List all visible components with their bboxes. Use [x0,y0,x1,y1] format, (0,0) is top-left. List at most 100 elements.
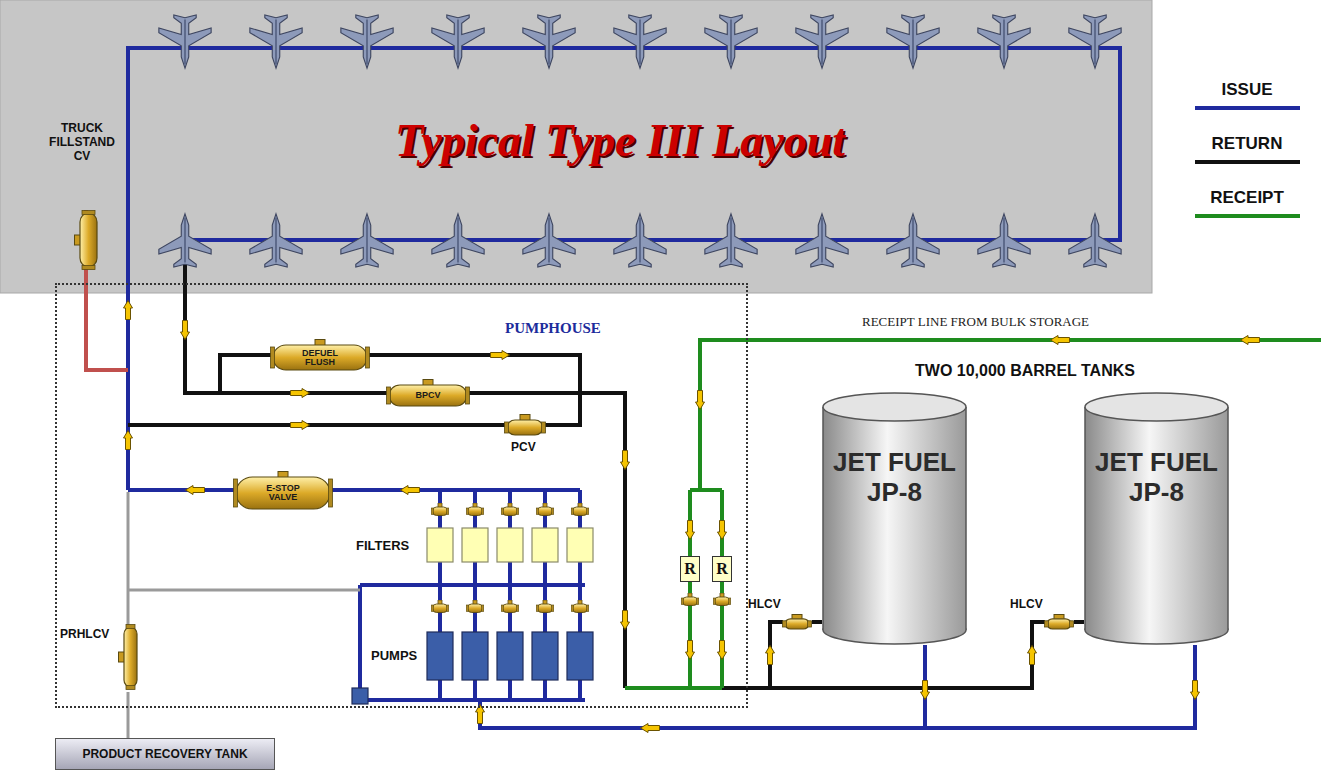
pipe-line [358,585,362,690]
valve-symbol [387,387,391,404]
pipe-line [625,686,722,690]
tank-text-holder: JET FUEL JP-8 [827,448,962,508]
equipment-label: PUMPS [371,648,417,663]
aircraft-icon [159,15,1121,267]
valve-symbol [713,593,730,606]
valve-symbol [542,422,546,433]
valve-tag: HLCV [748,598,781,612]
control-valve: PCV [500,410,550,458]
valve-symbol [466,600,483,613]
valve-text-holder: DEFUEL FLUSH [270,345,370,371]
valve-text-holder: BPCV [386,385,470,407]
flow-arrow [921,681,930,700]
recovery-tank: PRODUCT RECOVERY TANK [55,738,275,770]
valve-symbol [80,213,97,267]
aircraft-icon [705,15,757,68]
valve-symbol [366,347,370,368]
valve-symbol [507,420,543,435]
flow-arrow [641,724,660,733]
pipe-line [690,488,722,492]
valve-box: E-STOP VALVE [233,471,333,510]
valve-symbol [536,503,553,516]
tank-shape [823,407,966,630]
jockey-pump [352,688,368,704]
pipe-line [360,583,585,587]
valve-symbol [82,266,95,270]
flow-arrow [1241,336,1260,345]
valve-symbol [505,422,509,433]
apron-band [0,0,1152,293]
aircraft-icon [796,214,848,267]
valve-symbol [124,627,137,687]
pump-unit [462,632,488,680]
flow-arrow [718,641,727,660]
valve-symbol [236,477,330,509]
aircraft-icon [614,15,666,68]
valve-symbol [785,619,809,629]
filter-vessel [567,528,593,562]
valve-symbol [782,614,812,630]
legend-line [1195,106,1300,110]
valve-symbol [571,600,588,613]
flow-arrow [718,521,727,540]
aircraft-icon [432,214,484,267]
pipe-connector [127,692,130,738]
flow-arrow [696,391,705,410]
valve-tag: HLCV [1010,598,1043,612]
aircraft-icon [705,214,757,267]
valve-symbol [466,387,470,404]
aircraft-icon [1069,214,1121,267]
valve-symbol [681,593,698,606]
flow-arrow [1028,646,1037,665]
tank-shape [1085,393,1228,421]
valve-symbol [271,347,275,368]
control-valve: TRUCK FILLSTAND CV [42,122,124,272]
aircraft-icon [523,214,575,267]
valve-symbol [571,503,588,516]
tank-shape [823,393,966,421]
aircraft-icon [250,15,302,68]
valve-tag: PRHLCV [60,628,109,642]
flow-arrow [621,611,630,630]
storage-tank: JET FUEL JP-8 [822,392,967,645]
pumphouse-boundary: PUMPHOUSE DEFUEL FLUSH BPCV PCV E-STOP VALVE… [55,283,748,708]
aircraft-icon [614,214,666,267]
valve-symbol [808,621,812,627]
legend-label: ISSUE [1221,80,1272,100]
chamber-letter: R [716,561,728,577]
aircraft-icon [978,15,1030,68]
valve-label: BPCV [415,391,440,400]
pipe-line [128,589,360,592]
valve-symbol [501,503,518,516]
aircraft-icon [159,15,211,68]
filter-vessel [497,528,523,562]
control-valve: PRHLCV [60,622,142,692]
valve-symbol [504,414,546,436]
diagram-title: Typical Type III Layout [395,114,845,167]
area-label: PUMPHOUSE [505,320,601,337]
valve-symbol [466,503,483,516]
pump-unit [567,632,593,680]
line-label: RECEIPT LINE FROM BULK STORAGE [862,314,1089,330]
tank-label: JET FUEL JP-8 [1095,447,1218,507]
legend-line [1195,214,1300,218]
legend-line [1195,160,1300,164]
tank-shape [1085,407,1228,630]
tank-text-holder: JET FUEL JP-8 [1089,448,1224,508]
equipment-label: FILTERS [356,538,409,553]
flow-arrow [401,486,420,495]
valve-symbol [273,345,367,370]
pump-unit [497,632,523,680]
valve-symbol [1045,621,1049,627]
control-valve: HLCV [1010,598,1074,634]
legend-line [1195,108,1300,216]
pump-filter-set [427,490,593,700]
legend-label: RECEIPT [1210,188,1284,208]
aircraft-icon [250,214,302,267]
relaxation-chamber: R [712,556,732,582]
legend-label: RETURN [1212,134,1283,154]
filter-vessel [427,528,453,562]
valve-symbol [82,211,95,215]
valve-tag: PCV [511,441,536,455]
